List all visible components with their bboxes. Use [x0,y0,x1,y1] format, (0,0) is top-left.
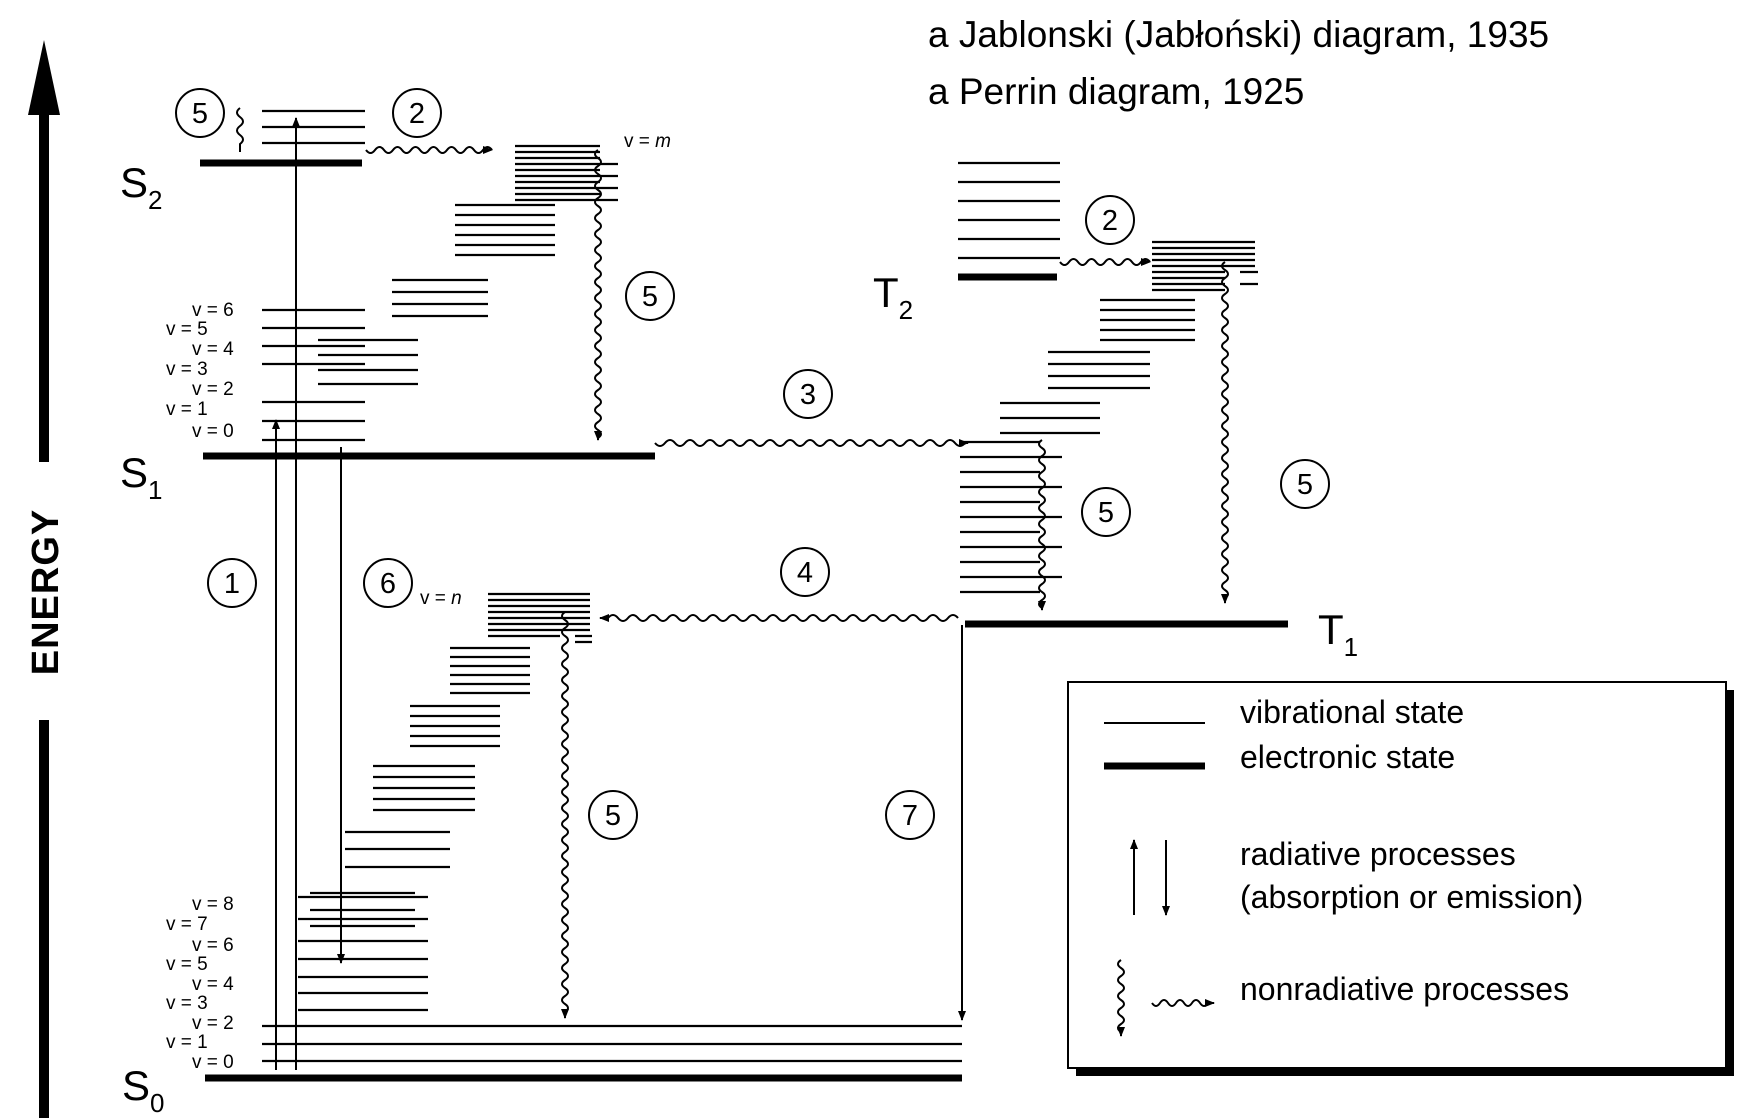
vibrational-levels [262,109,1258,1063]
legend-wavy-down-arrow [1117,959,1125,1037]
vibrational-label-s0: v = 0 [192,1052,234,1073]
vibrational-label-s0: v = 4 [192,974,234,995]
vibrational-label-s1: v = 1 [166,399,208,420]
state-labels: S2 S1 S0 T2 T1 [120,159,1358,1118]
energy-axis-label: ENERGY [25,509,67,675]
legend-wavy-right-arrow [1151,999,1215,1007]
vm-label: v = m [624,131,671,152]
t2-label: T2 [873,269,913,325]
process-3-marker: 3 [783,369,833,419]
process-7-marker: 7 [885,790,935,840]
process-5-marker: 5 [588,790,638,840]
process-4-marker: 4 [780,547,830,597]
vibrational-label-s0: v = 6 [192,935,234,956]
vr-t2-wavy-arrow [1221,261,1229,604]
svg-text:5: 5 [192,98,208,130]
legend-nonradiative-text: nonradiative processes [1240,971,1569,1007]
legend-radiative-text: radiative processes [1240,836,1516,872]
t1-label: T1 [1318,606,1358,662]
process-5-marker: 5 [625,271,675,321]
legend-radiative-text-2: (absorption or emission) [1240,879,1583,915]
svg-text:2: 2 [409,98,425,130]
vibrational-label-s0: v = 1 [166,1032,208,1053]
vr-s1-wavy-arrow [594,149,602,441]
vibrational-label-s1: v = 2 [192,379,234,400]
legend: vibrational state electronic state radia… [1067,681,1734,1076]
process-5-marker: 5 [1081,487,1131,537]
vibrational-label-s0: v = 3 [166,993,208,1014]
vn-label: v = n [420,588,462,609]
svg-text:1: 1 [224,568,240,600]
title-jablonski: a Jablonski (Jabłoński) diagram, 1935 [928,14,1549,55]
vr-s0-wavy-arrow [561,611,569,1019]
s1-label: S1 [120,449,162,505]
electronic-states [200,159,1288,1082]
vibrational-label-s0: v = 7 [166,914,208,935]
process-5-marker: 5 [1280,459,1330,509]
s0-label: S0 [122,1062,164,1118]
risc-wavy-arrow [599,614,959,622]
process-6-marker: 6 [363,558,413,608]
svg-text:6: 6 [380,568,396,600]
vibrational-label-s1: v = 0 [192,421,234,442]
nonradiative-arrows [236,107,1229,1019]
s2-label: S2 [120,159,162,215]
svg-text:3: 3 [800,379,816,411]
ic-s2-wavy-arrow [365,140,493,154]
vibrational-label-s0: v = 5 [166,954,208,975]
radiative-arrows [272,117,966,1070]
vibrational-label-s0: v = 8 [192,894,234,915]
svg-text:5: 5 [1098,497,1114,529]
svg-text:7: 7 [902,800,918,832]
vibrational-label-s1: v = 3 [166,359,208,380]
process-2-marker: 2 [1085,195,1135,245]
vibrational-label-s0: v = 2 [192,1013,234,1034]
ic-t2-wavy-arrow [1059,252,1151,266]
vibrational-labels: v = 6v = 5v = 4v = 3v = 2v = 1v = 0v = 8… [166,300,234,1073]
svg-text:2: 2 [1102,205,1118,237]
vibrational-label-s1: v = 5 [166,319,208,340]
svg-text:5: 5 [605,800,621,832]
vr-s2-wavy-arrow [236,107,244,152]
svg-text:5: 5 [1297,469,1313,501]
energy-axis: ENERGY [25,40,67,1118]
legend-vibrational-text: vibrational state [1240,694,1464,730]
vr-t1-wavy-arrow [1038,439,1046,611]
svg-text:4: 4 [797,557,813,589]
title-perrin: a Perrin diagram, 1925 [928,71,1304,112]
vibrational-label-s1: v = 4 [192,339,234,360]
legend-box [1067,681,1727,1069]
process-2-marker: 2 [392,88,442,138]
isc-wavy-arrow [654,439,969,447]
legend-electronic-text: electronic state [1240,739,1455,775]
vibrational-label-s1: v = 6 [192,300,234,321]
process-markers: 5 2 5 3 2 5 5 4 [175,88,1330,840]
svg-text:5: 5 [642,281,658,313]
process-1-marker: 1 [207,558,257,608]
process-5-marker: 5 [175,88,225,138]
